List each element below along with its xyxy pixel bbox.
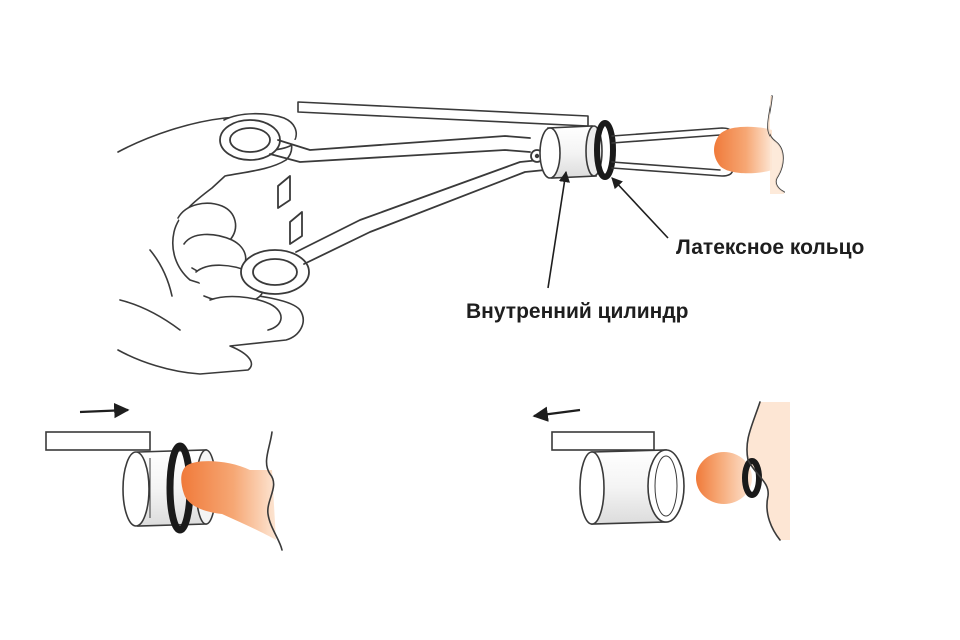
inner-cylinder-right	[579, 449, 685, 525]
tissue-edge-left	[265, 431, 283, 551]
inner-cylinder-leader	[547, 170, 570, 289]
guide-bar-left	[45, 431, 151, 451]
ligator-forceps	[219, 119, 546, 295]
direction-arrow-right	[79, 402, 130, 419]
bottom-left-step	[45, 402, 283, 551]
latex-ring-right	[742, 458, 762, 498]
ligated-tissue-right	[696, 401, 790, 541]
inner-cylinder-label: Внутренний цилиндр	[466, 300, 689, 323]
latex-ring-top	[594, 120, 616, 180]
guide-bar-right	[551, 431, 655, 451]
inner-cylinder-top	[539, 125, 603, 179]
latex-ring-label: Латексное кольцо	[676, 236, 864, 259]
tissue-left	[181, 461, 276, 540]
outer-guide-bar	[297, 101, 589, 127]
tissue-top	[714, 95, 785, 194]
direction-arrow-left	[532, 406, 581, 422]
bottom-right-step	[532, 401, 790, 541]
hand	[117, 112, 304, 375]
latex-ring-leader	[611, 177, 669, 239]
ligator-hand-illustration	[117, 95, 785, 375]
